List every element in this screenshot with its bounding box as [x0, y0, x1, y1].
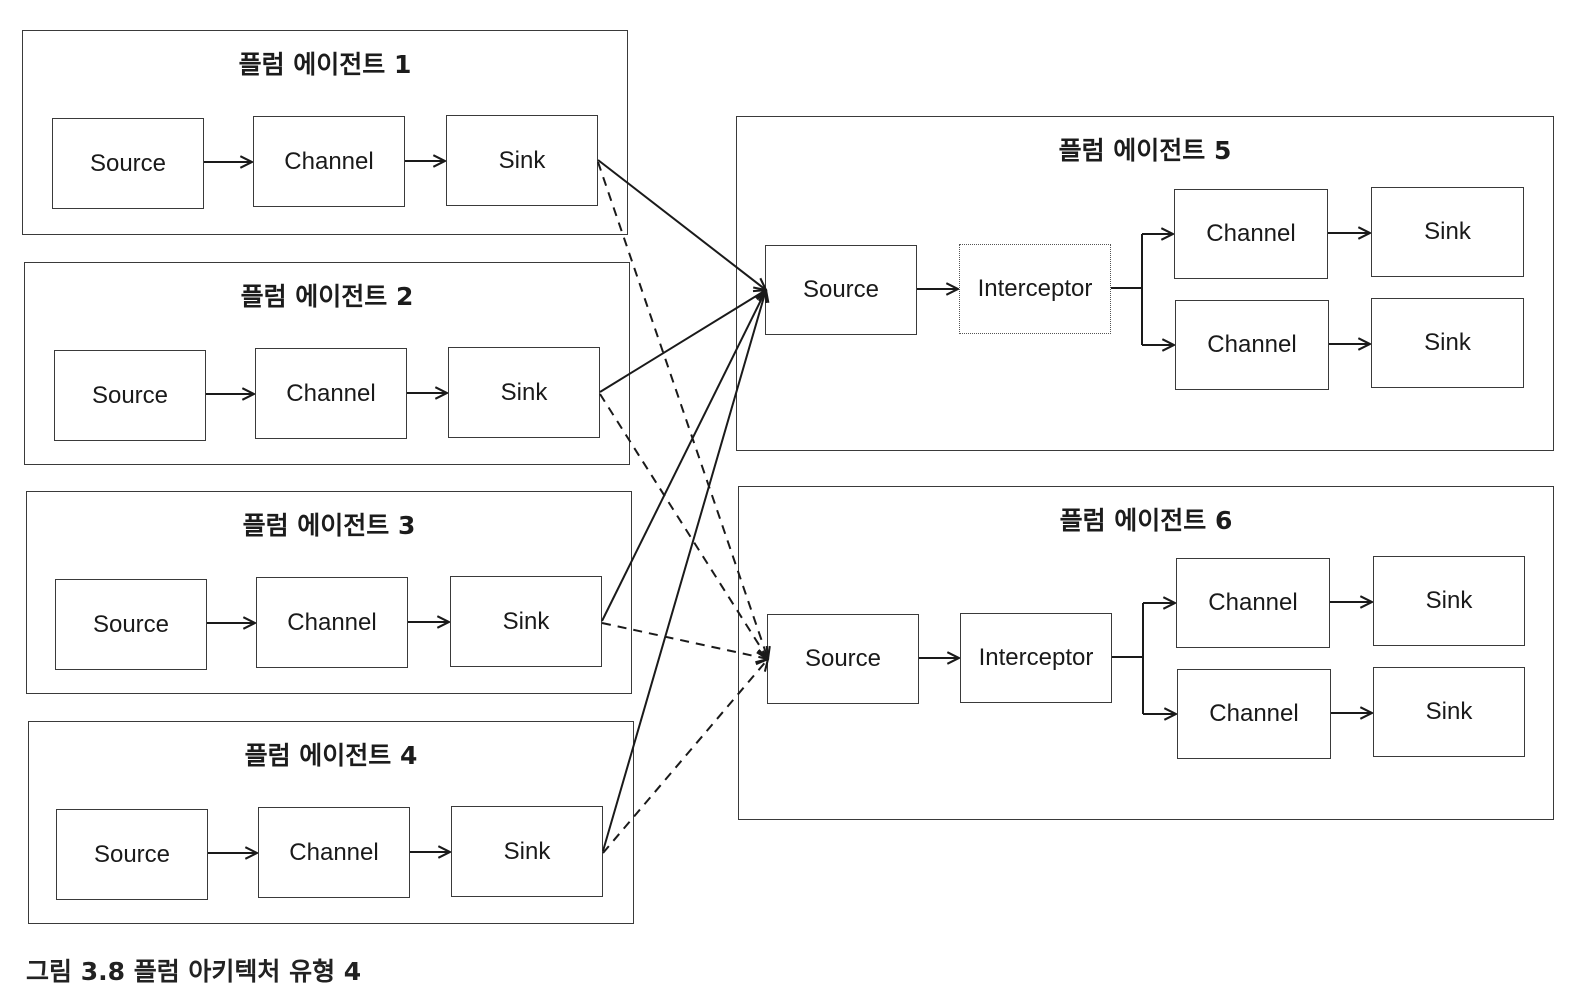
agent-title: 플럼 에이전트 1 [238, 50, 412, 79]
channel-box: Channel [253, 116, 405, 207]
solid-connection [601, 290, 766, 622]
agent-title: 플럼 에이전트 6 [1059, 506, 1233, 535]
channel-box: Channel [1175, 300, 1329, 390]
channel-box: Channel [256, 577, 408, 668]
channel-box: Channel [1177, 669, 1331, 759]
channel-box: Channel [258, 807, 410, 898]
solid-connection [602, 290, 766, 852]
agent-title: 플럼 에이전트 3 [242, 511, 416, 540]
sink-box: Sink [450, 576, 602, 667]
dashed-connection [597, 161, 768, 659]
sink-box: Sink [1371, 298, 1524, 388]
solid-connection [599, 290, 766, 393]
interceptor-box: Interceptor [959, 244, 1111, 334]
branch-line [1112, 603, 1144, 714]
sink-box: Sink [1371, 187, 1524, 277]
sink-box: Sink [1373, 667, 1525, 757]
source-box: Source [52, 118, 204, 209]
source-box: Source [767, 614, 919, 704]
channel-box: Channel [1176, 558, 1330, 648]
dashed-connection [602, 659, 768, 854]
agent-title: 플럼 에이전트 4 [244, 741, 418, 770]
agent-title: 플럼 에이전트 2 [240, 282, 414, 311]
source-box: Source [56, 809, 208, 900]
branch-line [1111, 234, 1143, 345]
channel-box: Channel [255, 348, 407, 439]
sink-box: Sink [451, 806, 603, 897]
source-box: Source [55, 579, 207, 670]
agent-title: 플럼 에이전트 5 [1058, 136, 1232, 165]
figure-caption: 그림 3.8 플럼 아키텍처 유형 4 [26, 957, 362, 986]
sink-box: Sink [448, 347, 600, 438]
dashed-connection [601, 622, 768, 659]
source-box: Source [54, 350, 206, 441]
sink-box: Sink [1373, 556, 1525, 646]
solid-connection [597, 159, 766, 290]
source-box: Source [765, 245, 917, 335]
interceptor-box: Interceptor [960, 613, 1112, 703]
dashed-connection [599, 393, 768, 659]
channel-box: Channel [1174, 189, 1328, 279]
sink-box: Sink [446, 115, 598, 206]
